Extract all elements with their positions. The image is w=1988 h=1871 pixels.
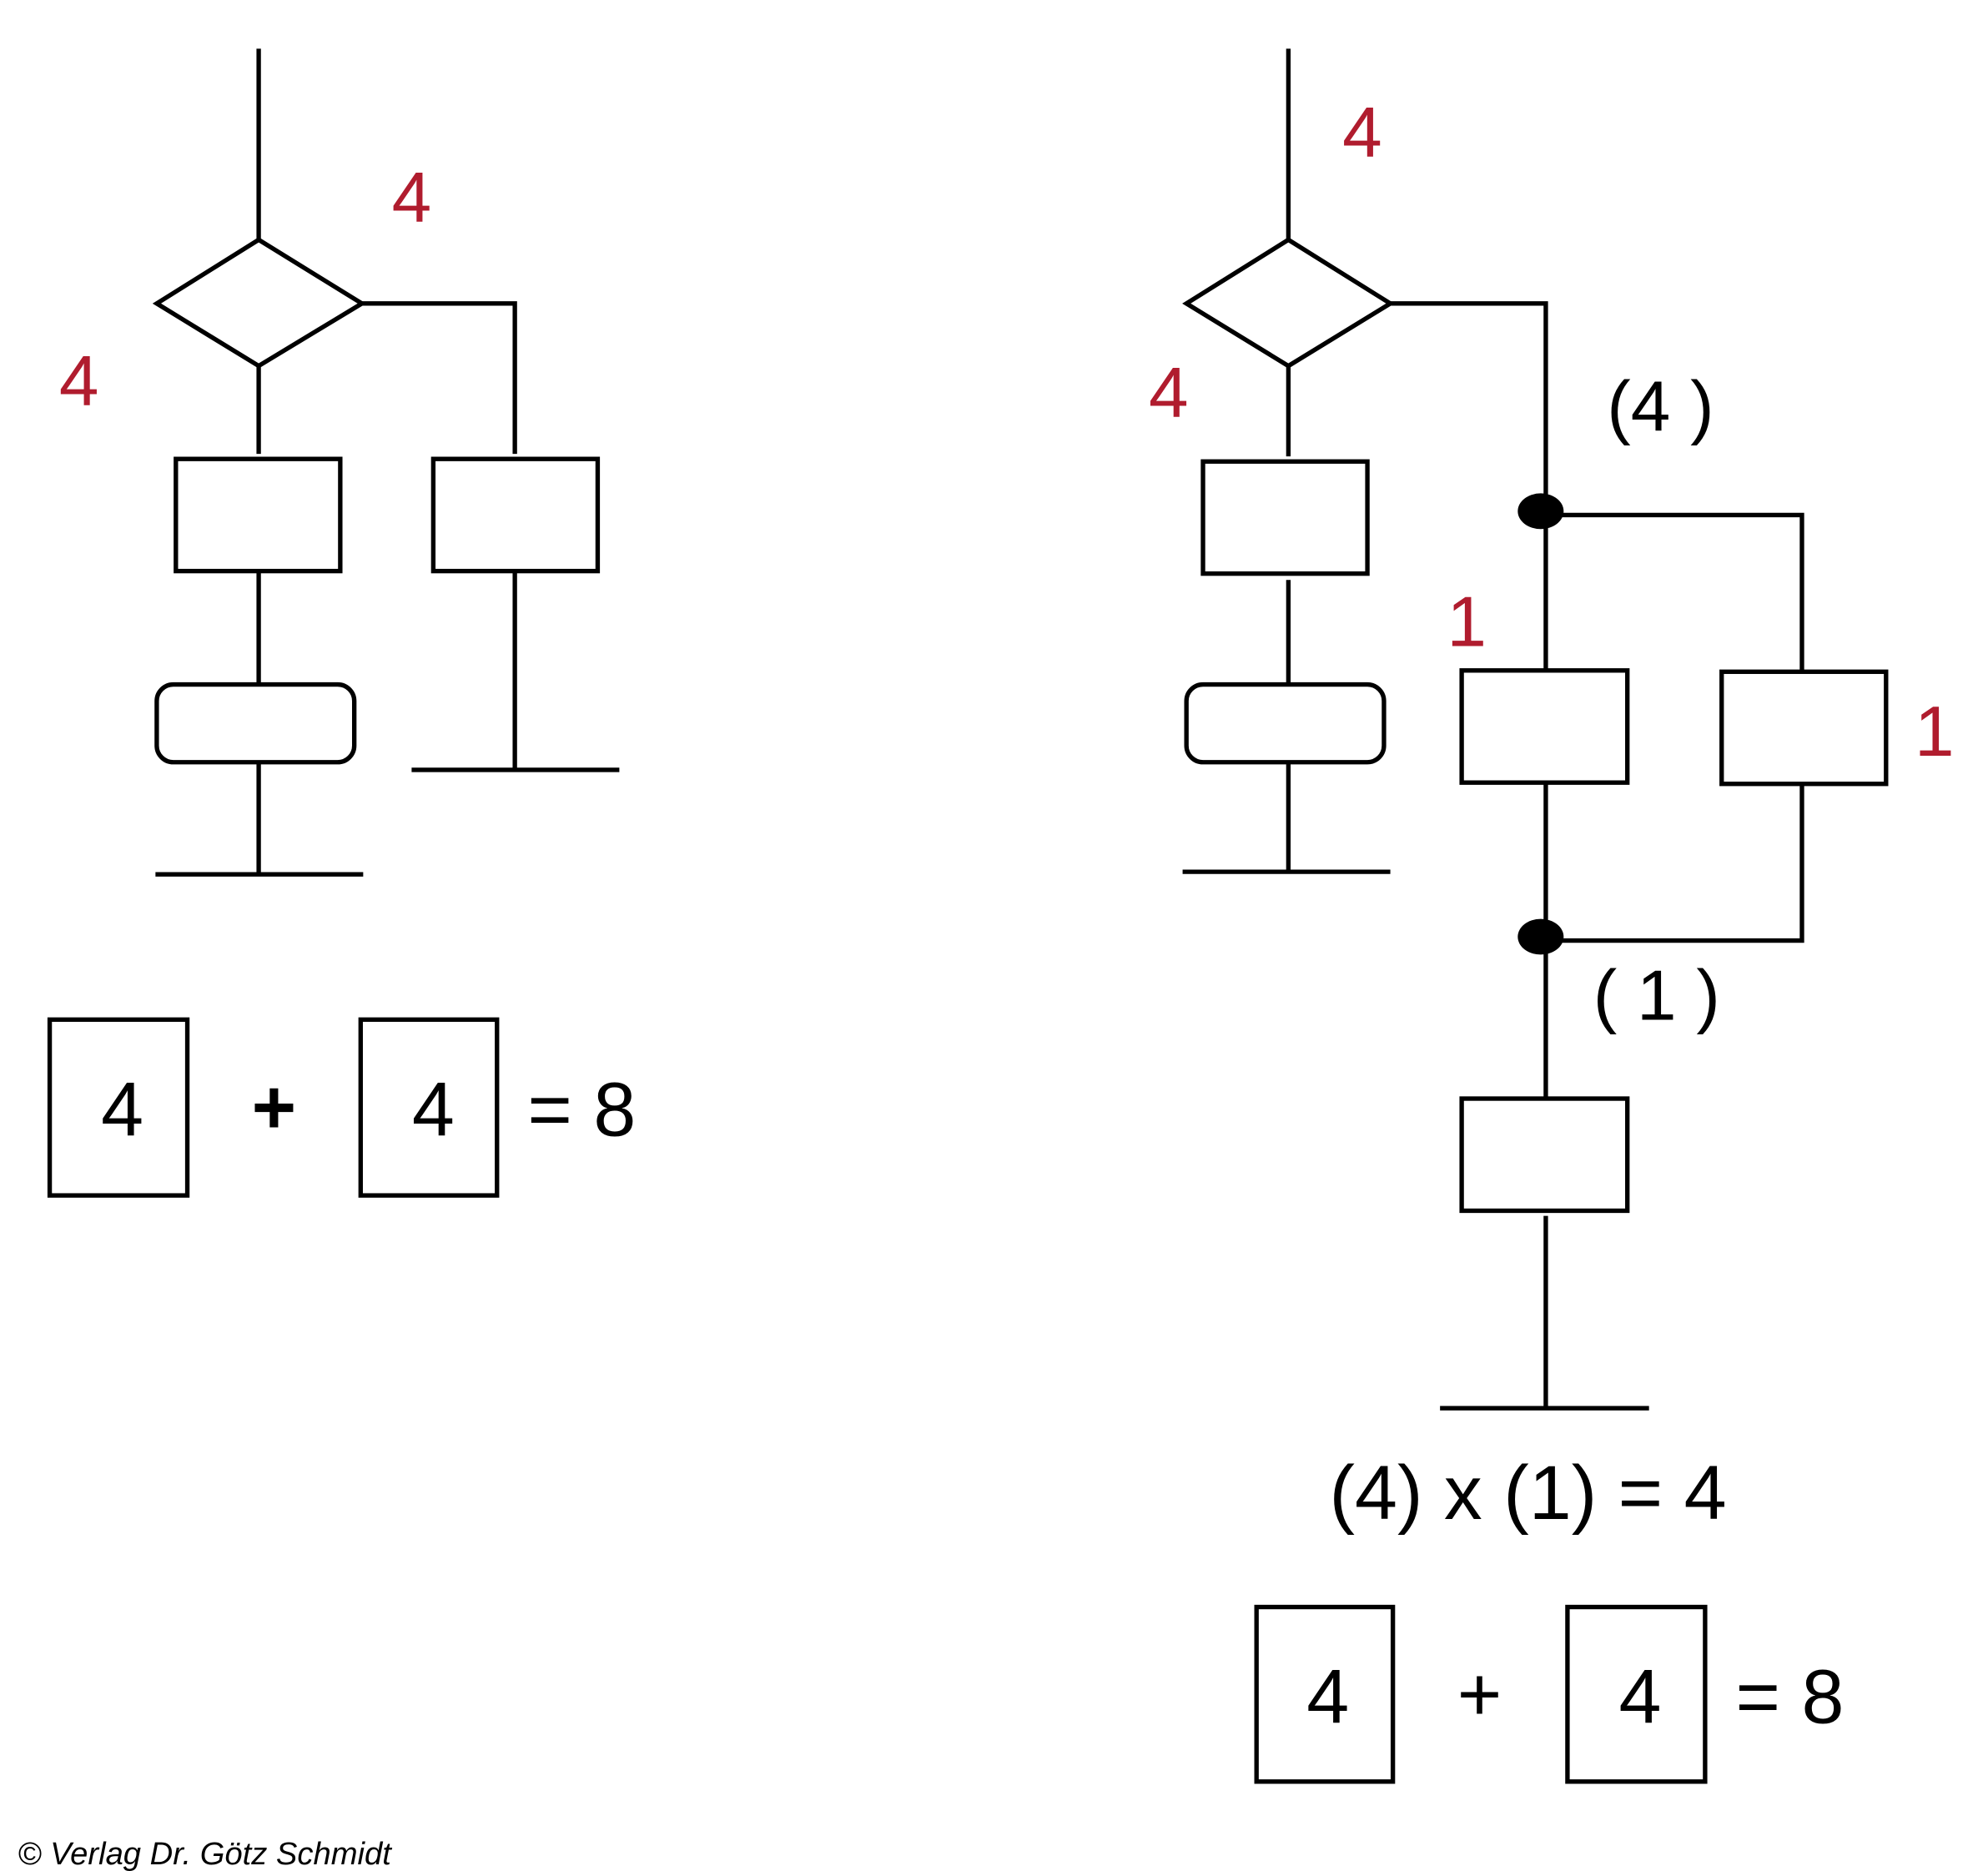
plus-operator: + xyxy=(1457,1652,1502,1737)
product-formula: (4) x (1) = 4 xyxy=(1329,1451,1726,1536)
number: 4 xyxy=(1306,1655,1349,1740)
process-box xyxy=(1459,1096,1630,1214)
decision-diamond xyxy=(1182,237,1395,369)
number-box xyxy=(1565,1604,1708,1784)
count-label: 1 xyxy=(1915,692,1955,772)
parallel-join-line xyxy=(1545,783,1804,943)
right-flowchart: 4 4 1 1 (4 ) ( 1 ) xyxy=(1149,48,1955,1411)
count-label: 4 xyxy=(392,158,432,238)
process-box xyxy=(174,456,343,574)
branch-count-label: (4 ) xyxy=(1607,368,1714,447)
process-box xyxy=(430,456,601,574)
decision-diamond xyxy=(152,237,366,369)
parallel-branch-line xyxy=(1545,512,1804,672)
join-count-label: ( 1 ) xyxy=(1593,956,1720,1035)
number: 4 xyxy=(1618,1655,1661,1740)
rounded-box xyxy=(1184,682,1387,765)
count-label: 1 xyxy=(1447,583,1487,662)
number-box xyxy=(47,1017,190,1198)
number-box xyxy=(1254,1604,1396,1784)
number-box xyxy=(358,1017,500,1198)
rounded-box xyxy=(154,682,357,765)
fork-node xyxy=(1517,493,1564,530)
left-flowchart: 4 4 xyxy=(59,48,620,877)
number: 4 xyxy=(412,1067,455,1152)
count-label: 4 xyxy=(1149,354,1189,433)
count-label: 4 xyxy=(1342,93,1382,173)
left-equation: 4 + 4 = 8 xyxy=(47,1017,636,1198)
copyright-notice: © Verlag Dr. Götz Schmidt xyxy=(18,1836,392,1871)
process-box xyxy=(1200,459,1370,576)
process-box xyxy=(1459,668,1630,785)
result: = 8 xyxy=(1736,1655,1845,1740)
process-box xyxy=(1719,669,1889,787)
plus-operator: + xyxy=(252,1064,297,1149)
join-node xyxy=(1517,918,1564,955)
branch-line xyxy=(1390,301,1548,511)
count-label: 4 xyxy=(59,342,99,421)
number: 4 xyxy=(101,1067,143,1152)
result: = 8 xyxy=(527,1067,636,1152)
branch-line xyxy=(361,301,517,455)
right-equation: 4 + 4 = 8 xyxy=(1254,1604,1845,1784)
